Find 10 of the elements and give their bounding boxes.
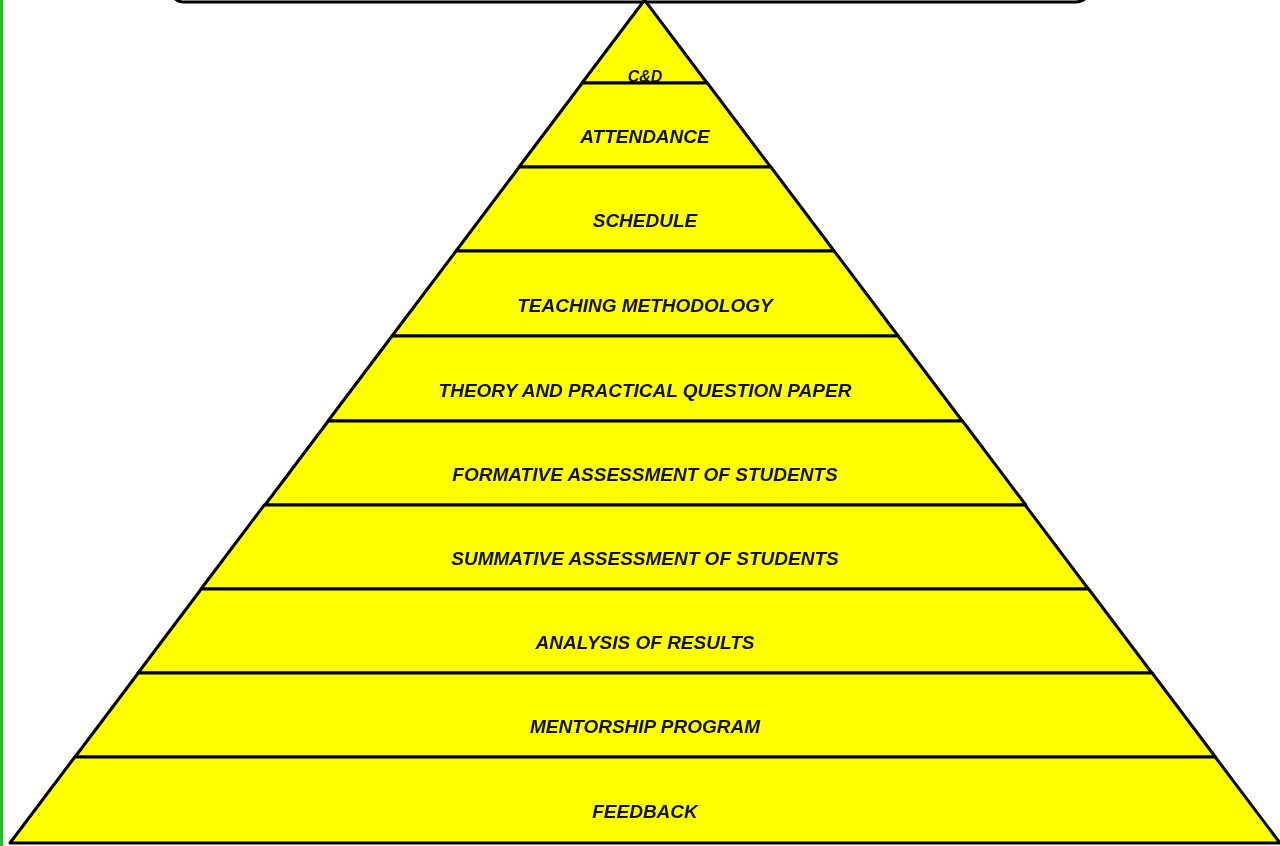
band-label: ANALYSIS OF RESULTS (534, 631, 756, 655)
band-label: THEORY AND PRACTICAL QUESTION PAPER (437, 378, 853, 403)
band-label: ATTENDANCE (579, 125, 711, 149)
band-label: SCHEDULE (591, 209, 699, 233)
band-label: MENTORSHIP PROGRAM (528, 715, 762, 739)
band-label: FEEDBACK (591, 800, 700, 824)
band-label: SUMMATIVE ASSESSMENT OF STUDENTS (450, 547, 840, 571)
band-label: C&D (626, 67, 664, 87)
band-label: FORMATIVE ASSESSMENT OF STUDENTS (451, 463, 839, 487)
band-label: TEACHING METHODOLOGY (516, 293, 775, 318)
